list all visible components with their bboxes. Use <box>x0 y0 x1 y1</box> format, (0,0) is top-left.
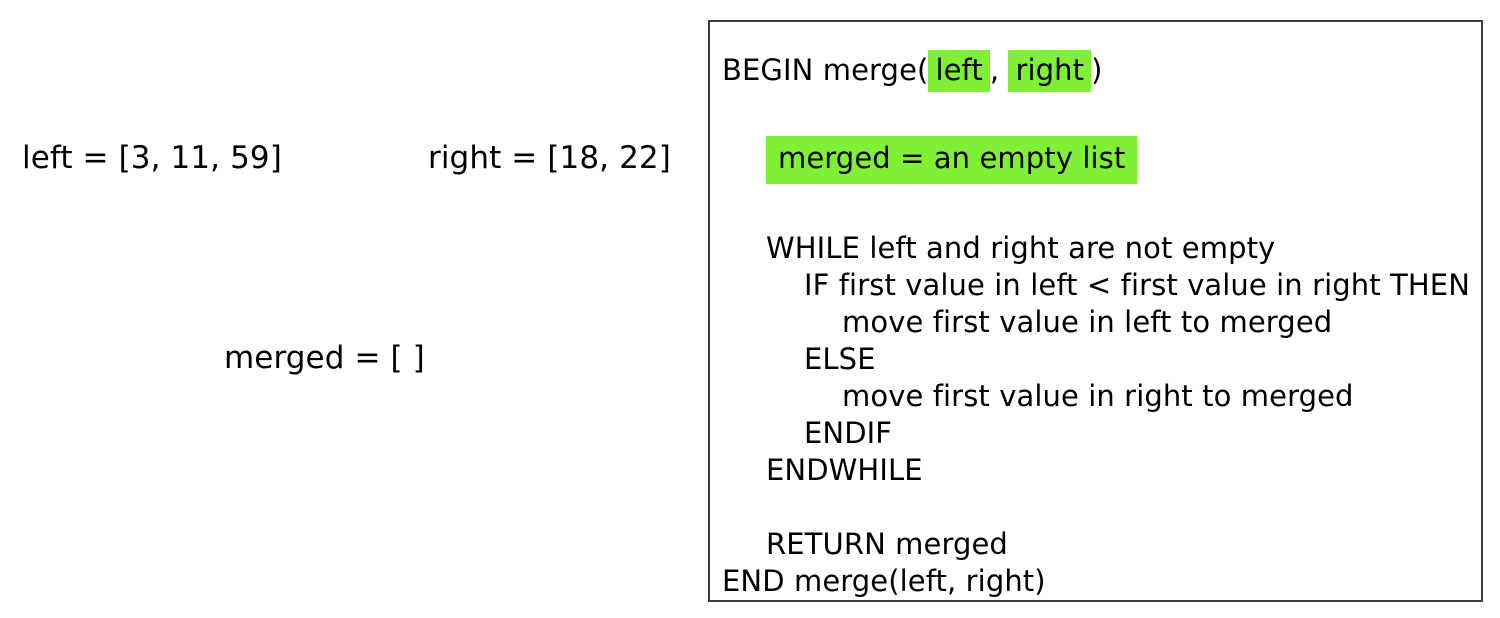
right-list-assignment: right = [18, 22] <box>428 140 671 176</box>
code-line-else: ELSE <box>804 342 876 376</box>
code-line-end-merge: END merge(left, right) <box>722 564 1046 598</box>
code-line-begin-merge: BEGIN merge(left, right) <box>722 50 1103 92</box>
param-right-highlight: right <box>1008 50 1092 92</box>
pseudocode-listing: BEGIN merge(left, right) merged = an emp… <box>722 34 1475 598</box>
begin-keyword: BEGIN merge( <box>722 53 929 87</box>
code-line-while: WHILE left and right are not empty <box>766 231 1276 265</box>
code-line-if: IF first value in left < first value in … <box>804 268 1470 302</box>
code-line-endwhile: ENDWHILE <box>766 453 923 487</box>
code-line-endif: ENDIF <box>804 416 893 450</box>
left-list-assignment: left = [3, 11, 59] <box>22 140 282 176</box>
close-paren: ) <box>1091 53 1103 87</box>
state-panel: left = [3, 11, 59] right = [18, 22] merg… <box>0 0 700 618</box>
param-separator: , <box>989 53 1000 87</box>
init-merged-highlight: merged = an empty list <box>766 136 1138 184</box>
code-line-move-right: move first value in right to merged <box>842 379 1354 413</box>
param-left-highlight: left <box>928 50 990 92</box>
code-line-init-merged: merged = an empty list <box>722 136 1138 184</box>
code-line-return: RETURN merged <box>766 527 1008 561</box>
pseudocode-panel: BEGIN merge(left, right) merged = an emp… <box>708 20 1483 602</box>
merged-list-assignment: merged = [ ] <box>224 340 425 376</box>
code-line-move-left: move first value in left to merged <box>842 305 1333 339</box>
